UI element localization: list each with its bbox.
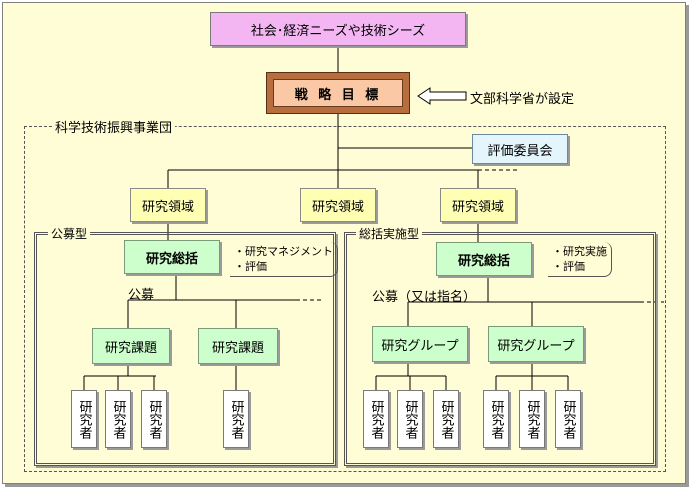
researcher-box: 研究者 (141, 390, 167, 448)
left-roles-brace: ・研究マネジメント ・評価 (230, 242, 338, 277)
researcher-box: 研究者 (223, 390, 249, 448)
goal-setter-text: 文部科学省が設定 (470, 92, 575, 107)
right-roles-brace: ・研究実施 ・評価 (548, 242, 612, 277)
research-topic-box-2: 研究課題 (198, 328, 278, 364)
left-supervisor-box: 研究総括 (124, 240, 220, 274)
researcher-box: 研究者 (519, 390, 545, 448)
research-area-box-1: 研究領域 (130, 188, 206, 222)
left-selection-text: 公募 (128, 288, 155, 303)
strategic-goal-label: 戦 略 目 標 (273, 79, 403, 107)
left-role-evaluation: ・評価 (234, 260, 267, 273)
researcher-box: 研究者 (483, 390, 509, 448)
supervisor-led-frame (344, 232, 656, 466)
jst-organization-frame (24, 126, 666, 472)
researcher-box: 研究者 (363, 390, 389, 448)
jst-label: 科学技術振興事業団 (52, 117, 176, 136)
researcher-box: 研究者 (397, 390, 423, 448)
right-role-execution: ・研究実施 (552, 245, 607, 258)
research-area-box-3: 研究領域 (440, 188, 516, 222)
arrow-left-icon (417, 87, 467, 105)
public-recruitment-frame (34, 232, 336, 466)
research-topic-box-1: 研究課題 (92, 328, 170, 364)
right-selection-text: 公募（又は指名） (372, 290, 477, 305)
supervisor-led-type-label: 総括実施型 (356, 225, 423, 242)
researcher-box: 研究者 (105, 390, 131, 448)
needs-box: 社会･経済ニーズや技術シーズ (210, 12, 466, 46)
evaluation-committee-box: 評価委員会 (472, 134, 568, 164)
strategic-goal-box: 戦 略 目 標 (266, 72, 410, 114)
researcher-box: 研究者 (433, 390, 459, 448)
right-role-evaluation: ・評価 (552, 260, 585, 273)
researcher-box: 研究者 (71, 390, 97, 448)
left-role-management: ・研究マネジメント (234, 245, 333, 258)
research-group-box-1: 研究グループ (372, 326, 468, 362)
research-group-box-2: 研究グループ (488, 326, 584, 362)
right-supervisor-box: 研究総括 (436, 242, 532, 276)
researcher-box: 研究者 (555, 390, 581, 448)
public-recruitment-type-label: 公募型 (48, 225, 91, 242)
research-area-box-2: 研究領域 (300, 188, 376, 222)
